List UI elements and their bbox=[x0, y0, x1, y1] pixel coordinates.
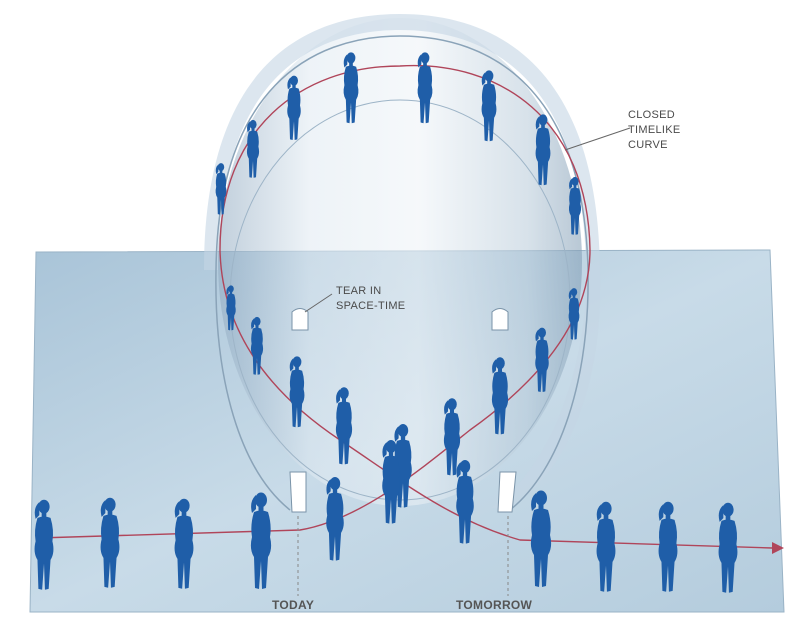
tomorrow-label: TOMORROW bbox=[456, 598, 532, 613]
tear-label-line-2: SPACE-TIME bbox=[336, 299, 405, 314]
tear-label-line-1: TEAR IN bbox=[336, 284, 405, 299]
ctc-label-line-2: TIMELIKE bbox=[628, 123, 681, 138]
today-label: TODAY bbox=[272, 598, 314, 613]
ctc-label-line-3: CURVE bbox=[628, 138, 681, 153]
tear-in-spacetime-label: TEAR IN SPACE-TIME bbox=[336, 284, 405, 314]
closed-timelike-curve-label: CLOSED TIMELIKE CURVE bbox=[628, 108, 681, 153]
ctc-label-line-1: CLOSED bbox=[628, 108, 681, 123]
